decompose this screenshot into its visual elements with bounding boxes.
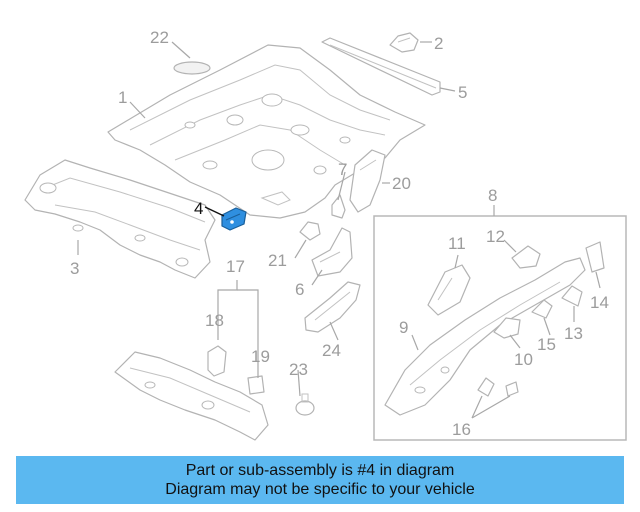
callout-3: 3 [70,259,79,278]
callout-1: 1 [118,88,127,107]
part-2-mount [389,32,419,53]
part-13-bracket [561,285,583,307]
info-banner: Part or sub-assembly is #4 in diagram Di… [16,456,624,504]
part-5-crossmember [321,37,441,96]
parts-diagram: 1 2 3 4 5 6 7 8 9 10 11 12 13 14 15 16 1… [24,28,627,441]
banner-line-part-number: Part or sub-assembly is #4 in diagram [185,462,455,479]
callout-4: 4 [194,199,203,218]
callout-12: 12 [486,227,505,246]
callout-21: 21 [268,251,287,270]
callout-23: 23 [289,360,308,379]
callout-7: 7 [338,160,347,179]
part-6-bracket [311,227,353,277]
callout-22: 22 [150,28,169,47]
callout-18: 18 [205,311,224,330]
callout-2: 2 [434,34,443,53]
banner-line-disclaimer: Diagram may not be specific to your vehi… [165,481,475,498]
callout-10: 10 [514,350,533,369]
part-17-crossmember [114,351,269,441]
part-21-clip [299,221,321,241]
part-11-reinforcement [427,264,471,316]
callout-5: 5 [458,83,467,102]
part-15-bracket [531,299,553,319]
part-19-bracket [247,375,265,395]
callout-17: 17 [226,257,245,276]
part-8-group-box [373,215,627,441]
part-14-bracket [585,241,605,273]
callout-6: 6 [295,280,304,299]
part-9-side-member [384,257,586,416]
part-22-plug [173,61,211,75]
callout-14: 14 [590,293,609,312]
callout-24: 24 [322,341,341,360]
callout-15: 15 [537,335,556,354]
part-20-pillar [349,149,386,213]
part-4-bracket [221,207,247,231]
callout-13: 13 [564,324,583,343]
part-24-rail [304,281,361,333]
callout-9: 9 [399,318,408,337]
part-23-bumper-stop [295,393,315,416]
leader-lines [77,41,601,419]
part-18-bracket [207,345,227,377]
callout-20: 20 [392,174,411,193]
part-10-bracket [493,317,521,339]
callout-11: 11 [448,234,466,253]
callout-8: 8 [488,186,497,205]
callout-19: 19 [251,347,270,366]
part-3-rear-panel [24,159,216,279]
callout-labels: 1 2 3 4 5 6 7 8 9 10 11 12 13 14 15 16 1… [70,28,609,439]
part-16-fasteners [477,377,519,397]
part-12-bracket [511,245,541,269]
callout-16: 16 [452,420,471,439]
